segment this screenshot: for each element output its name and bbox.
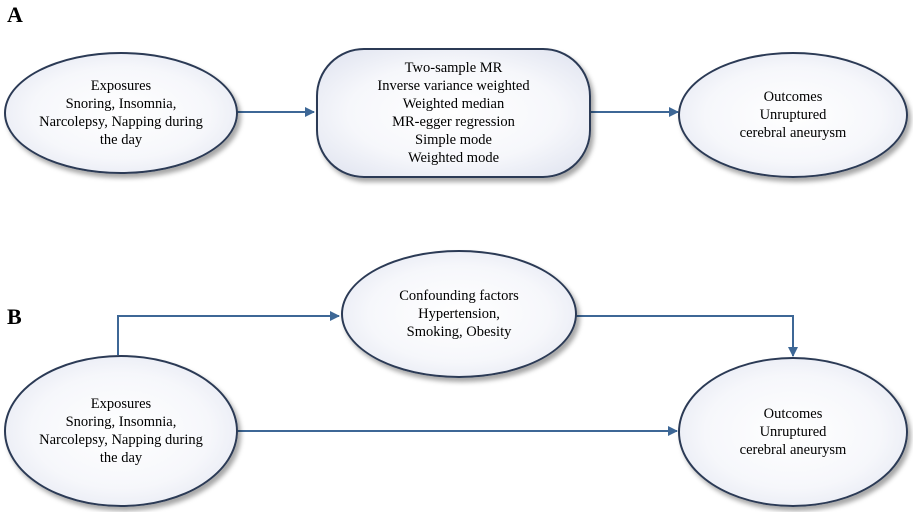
node-text-line: Hypertension, — [418, 306, 500, 322]
node-text-line: Exposures — [90, 78, 152, 94]
node-text-line: Smoking, Obesity — [406, 324, 512, 340]
node-text-line: Outcomes — [763, 89, 823, 105]
node-text-line: Snoring, Insomnia, — [65, 96, 177, 112]
node-text-line: Narcolepsy, Napping during — [39, 432, 203, 448]
panel-a-outcomes-node: Outcomes Unruptured cerebral aneurysm — [678, 52, 908, 178]
panel-b-confounders-node: Confounding factors Hypertension, Smokin… — [341, 250, 577, 378]
node-text-line: Inverse variance weighted — [377, 78, 530, 94]
node-text-line: Exposures — [90, 396, 152, 412]
node-text-line: Weighted median — [402, 96, 505, 112]
node-text-line: Narcolepsy, Napping during — [39, 114, 203, 130]
node-text-line: Weighted mode — [407, 150, 500, 166]
node-text-line: MR-egger regression — [392, 114, 515, 130]
node-text-line: Confounding factors — [399, 288, 519, 304]
panel-a-label: A — [7, 2, 23, 27]
node-text-line: Outcomes — [763, 406, 823, 422]
arrow-b-exposures-to-confounders — [117, 311, 340, 355]
node-text-line: Unruptured — [759, 424, 827, 440]
node-text-line: Snoring, Insomnia, — [65, 414, 177, 430]
panel-b-outcomes-node: Outcomes Unruptured cerebral aneurysm — [678, 357, 908, 507]
node-text-line: Simple mode — [415, 132, 492, 148]
panel-b-exposures-node: Exposures Snoring, Insomnia, Narcolepsy,… — [4, 355, 238, 507]
node-text-line: Unruptured — [759, 107, 827, 123]
node-text-line: the day — [99, 132, 143, 148]
panel-b-label: B — [7, 304, 22, 329]
panel-a-exposures-node: Exposures Snoring, Insomnia, Narcolepsy,… — [4, 52, 238, 174]
node-text-line: Two-sample MR — [404, 60, 503, 76]
node-text-line: the day — [99, 450, 143, 466]
node-text-line: cerebral aneurysm — [739, 125, 847, 141]
node-text-line: cerebral aneurysm — [739, 442, 847, 458]
arrow-b-confounders-to-outcomes — [576, 315, 798, 357]
panel-a-methods-node: Two-sample MR Inverse variance weighted … — [316, 48, 591, 178]
